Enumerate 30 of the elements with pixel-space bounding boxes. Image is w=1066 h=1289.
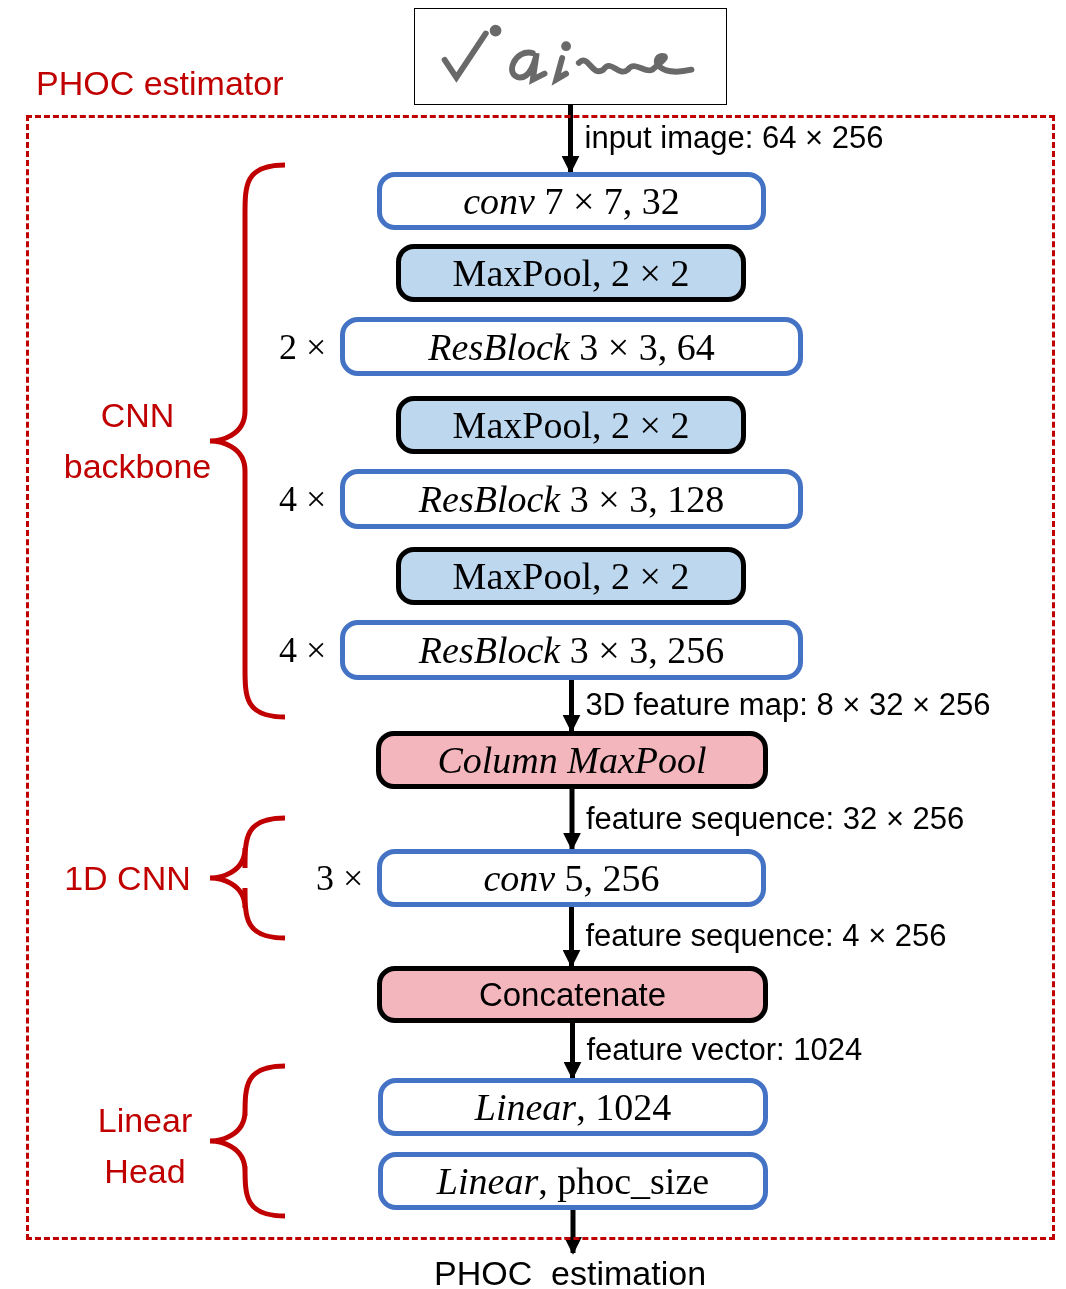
repeat-count: 4 × bbox=[279, 632, 327, 668]
layer-box: Linear, phoc_size bbox=[378, 1152, 768, 1210]
edge-label: 3D feature map: 8 × 32 × 256 bbox=[583, 689, 993, 722]
pooling-box: MaxPool, 2 × 2 bbox=[396, 244, 746, 302]
edge-label: feature sequence: 4 × 256 bbox=[583, 920, 949, 953]
arrow bbox=[563, 1023, 582, 1080]
group-label: 1D CNN bbox=[63, 858, 192, 899]
arrow bbox=[561, 105, 580, 174]
arrow bbox=[562, 680, 581, 733]
group-label: CNN backbone bbox=[62, 395, 213, 487]
layer-box: Linear, 1024 bbox=[378, 1078, 768, 1136]
operation-box: Column MaxPool bbox=[376, 731, 768, 789]
layer-box: conv 7 × 7, 32 bbox=[377, 172, 766, 230]
group-label: Linear Head bbox=[96, 1100, 194, 1192]
output-label: PHOC estimation bbox=[433, 1253, 707, 1289]
repeat-count: 4 × bbox=[279, 481, 327, 517]
frame-heading: PHOC estimator bbox=[36, 66, 284, 100]
layer-box: conv 5, 256 bbox=[377, 849, 766, 907]
operation-box: Concatenate bbox=[377, 966, 768, 1023]
arrow bbox=[563, 789, 581, 851]
pooling-box: MaxPool, 2 × 2 bbox=[396, 396, 746, 454]
layer-box: ResBlock 3 × 3, 64 bbox=[340, 317, 803, 376]
arrow bbox=[564, 1210, 582, 1255]
layer-box: ResBlock 3 × 3, 256 bbox=[340, 620, 803, 680]
handwritten-word-image bbox=[414, 8, 727, 105]
pooling-box: MaxPool, 2 × 2 bbox=[396, 547, 746, 605]
repeat-count: 3 × bbox=[316, 860, 364, 896]
arrow bbox=[562, 907, 581, 968]
layer-box: ResBlock 3 × 3, 128 bbox=[340, 469, 803, 529]
repeat-count: 2 × bbox=[279, 328, 327, 365]
